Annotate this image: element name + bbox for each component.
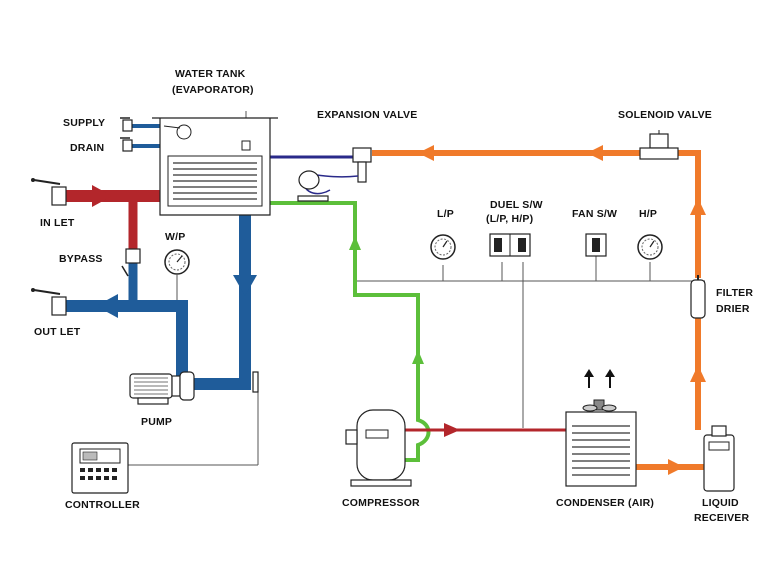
duel-sw-sub-label: (L/P, H/P)	[486, 213, 533, 225]
outlet-label: OUT LET	[34, 326, 81, 338]
filter-label: FILTER	[716, 287, 753, 299]
bypass-valve-icon	[121, 248, 141, 277]
water-circuit	[65, 124, 257, 390]
controller-icon	[71, 442, 129, 494]
inlet-ball-valve-icon	[31, 178, 67, 206]
compressor-icon	[345, 409, 412, 487]
drain-label: DRAIN	[70, 142, 104, 154]
dual-pressure-switch-icon	[489, 233, 531, 257]
solenoid-valve-icon	[639, 130, 679, 160]
liquid-receiver-icon	[703, 425, 735, 492]
compressor-label: COMPRESSOR	[342, 497, 420, 509]
supply-valve-icon	[120, 117, 133, 132]
drain-valve-icon	[120, 137, 133, 152]
duel-sw-label: DUEL S/W	[490, 199, 543, 211]
airflow-arrows-icon	[584, 369, 615, 388]
solenoid-valve-label: SOLENOID VALVE	[618, 109, 712, 121]
condenser-icon	[565, 369, 637, 487]
inlet-label: IN LET	[40, 217, 75, 229]
fan-icon	[582, 399, 617, 412]
bypass-label: BYPASS	[59, 253, 103, 265]
controller-label: CONTROLLER	[65, 499, 140, 511]
high-pressure-gauge-icon	[637, 234, 663, 260]
low-pressure-gauge-icon	[430, 234, 456, 260]
pump-label: PUMP	[141, 416, 172, 428]
filter-drier-icon	[690, 275, 706, 319]
liquid-label: LIQUID	[702, 497, 739, 509]
hp-label: H/P	[639, 208, 657, 220]
condenser-label: CONDENSER (AIR)	[556, 497, 654, 509]
water-tank-evaporator	[152, 117, 278, 216]
supply-label: SUPPLY	[63, 117, 105, 129]
receiver-label: RECEIVER	[694, 512, 749, 524]
drier-label: DRIER	[716, 303, 750, 315]
fan-sw-label: FAN S/W	[572, 208, 617, 220]
pump-icon	[129, 371, 259, 405]
inlet-flow-arrow-icon	[92, 185, 112, 207]
outlet-flow-arrow-icon	[96, 294, 118, 318]
water-pressure-gauge-icon	[164, 249, 190, 275]
labels: WATER TANK (EVAPORATOR) SUPPLY DRAIN IN …	[34, 68, 753, 524]
evaporator-label: (EVAPORATOR)	[172, 84, 254, 96]
tank-flow-arrow-icon	[233, 275, 257, 296]
refrigerant-circuit	[268, 145, 706, 475]
expansion-valve-label: EXPANSION VALVE	[317, 109, 417, 121]
fan-pressure-switch-icon	[585, 233, 607, 257]
outlet-ball-valve-icon	[31, 288, 67, 316]
lp-label: L/P	[437, 208, 454, 220]
float-switch-icon	[241, 140, 251, 151]
water-tank-label: WATER TANK	[175, 68, 246, 80]
expansion-valve-icon	[297, 147, 372, 202]
wp-label: W/P	[165, 231, 185, 243]
